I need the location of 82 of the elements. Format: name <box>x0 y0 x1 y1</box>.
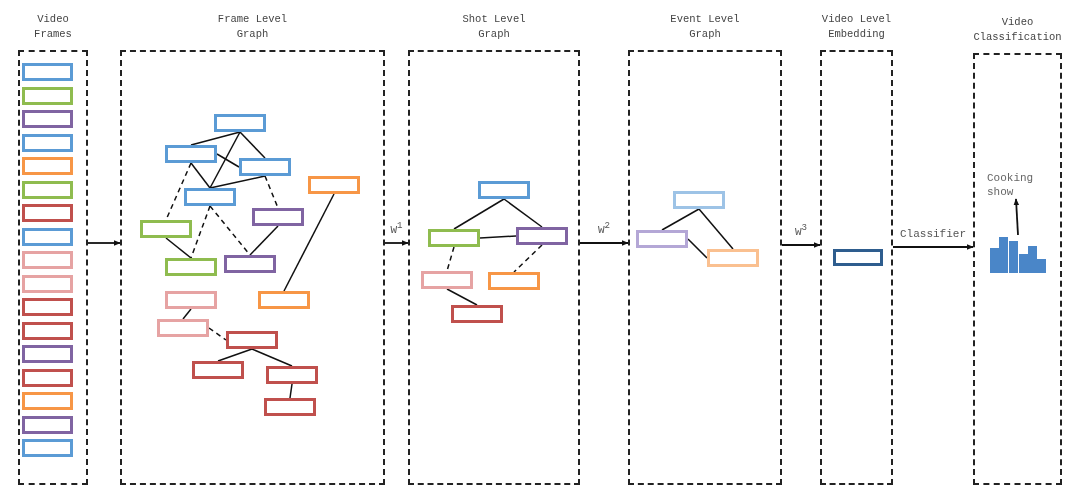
connector-line <box>165 237 192 259</box>
panel-heading: Video Frames <box>33 12 73 42</box>
connector-line <box>239 131 266 159</box>
arrow <box>1013 198 1020 236</box>
node-rectangle <box>451 305 503 323</box>
node-rectangle <box>22 63 73 81</box>
connector-line <box>209 131 241 189</box>
node-rectangle <box>192 361 244 379</box>
node-rectangle <box>239 158 291 176</box>
node-rectangle <box>308 176 360 194</box>
node-rectangle <box>22 204 73 222</box>
node-rectangle <box>226 331 278 349</box>
node-rectangle <box>264 398 316 416</box>
node-rectangle <box>165 145 217 163</box>
node-rectangle <box>22 321 73 340</box>
connector-line <box>251 348 293 367</box>
bar-chart-icon <box>990 235 1046 273</box>
node-rectangle <box>428 229 480 247</box>
node-rectangle <box>140 220 192 238</box>
node-rectangle <box>22 415 73 434</box>
panel-heading: Video Classification <box>972 15 1063 45</box>
panel-heading: Shot Level Graph <box>461 12 527 42</box>
arrow <box>384 240 409 246</box>
node-rectangle <box>516 227 568 245</box>
node-rectangle <box>22 157 73 175</box>
node-rectangle <box>224 255 276 273</box>
node-rectangle <box>165 291 217 309</box>
connector-line <box>190 131 241 146</box>
connector-line <box>503 198 543 228</box>
arrow <box>87 240 121 246</box>
panel-heading: Event Level Graph <box>669 12 741 42</box>
connector-line <box>453 198 505 230</box>
node-rectangle <box>707 249 759 267</box>
node-rectangle <box>636 230 688 248</box>
embedding-vector <box>833 249 883 266</box>
connector-line <box>513 244 543 273</box>
node-rectangle <box>22 251 73 269</box>
connector-line <box>217 348 253 362</box>
panel-heading: Frame Level Graph <box>216 12 289 42</box>
node-rectangle <box>22 110 73 128</box>
connector-line <box>208 327 227 341</box>
panel-heading: Video Level Embedding <box>820 12 893 42</box>
connector-line <box>698 208 734 250</box>
arrow <box>892 244 974 250</box>
class-label: Cooking show <box>987 171 1035 199</box>
node-rectangle <box>157 319 209 337</box>
connector-line <box>283 193 335 292</box>
node-rectangle <box>22 368 73 387</box>
node-rectangle <box>22 180 73 199</box>
arrow <box>781 242 821 248</box>
connector-line <box>479 235 517 239</box>
node-rectangle <box>22 439 73 457</box>
node-rectangle <box>421 271 473 289</box>
connector-line <box>289 383 293 399</box>
node-rectangle <box>266 366 318 384</box>
node-rectangle <box>165 258 217 276</box>
node-rectangle <box>22 274 73 293</box>
connector-line <box>661 208 700 231</box>
connector-line <box>446 288 478 306</box>
connector-line <box>190 205 211 259</box>
node-rectangle <box>252 208 304 226</box>
connector-line <box>249 225 279 256</box>
node-rectangle <box>258 291 310 309</box>
connector-line <box>190 162 211 189</box>
node-rectangle <box>184 188 236 206</box>
connector-line <box>687 238 708 259</box>
connector-line <box>216 153 240 168</box>
node-rectangle <box>214 114 266 132</box>
node-rectangle <box>22 392 73 410</box>
connector-line <box>209 175 266 189</box>
node-rectangle <box>488 272 540 290</box>
node-rectangle <box>22 345 73 363</box>
connector-line <box>182 308 192 320</box>
arrow <box>579 240 629 246</box>
node-rectangle <box>22 133 73 152</box>
node-rectangle <box>478 181 530 199</box>
node-rectangle <box>22 298 73 316</box>
connector-line <box>446 246 455 272</box>
node-rectangle <box>673 191 725 209</box>
node-rectangle <box>22 227 73 246</box>
connector-line <box>264 175 279 209</box>
node-rectangle <box>22 86 73 105</box>
